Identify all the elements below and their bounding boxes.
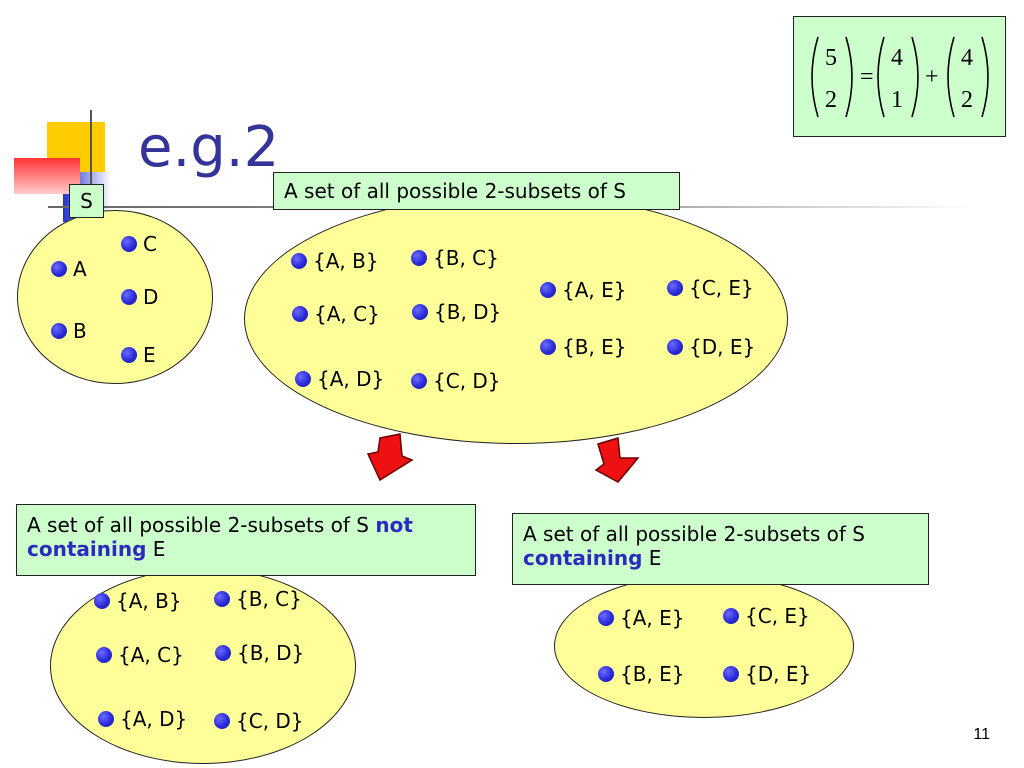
- paren-right-1: [845, 36, 853, 118]
- bullet-dot-icon: [540, 282, 556, 298]
- bullet-dot-icon: [94, 593, 110, 609]
- b-top: 4: [961, 45, 973, 71]
- subset-be-with-e: {B, E}: [598, 662, 685, 686]
- page-number: 11: [973, 726, 990, 743]
- element-b: B: [51, 319, 87, 343]
- subset-ae-with-e: {A, E}: [598, 606, 684, 630]
- bullet-dot-icon: [214, 591, 230, 607]
- lhs-bottom: 2: [825, 87, 837, 113]
- bullet-dot-icon: [214, 713, 230, 729]
- subset-bd-no-e: {B, D}: [215, 641, 304, 665]
- bullet-dot-icon: [51, 261, 67, 277]
- subset-ab: {A, B}: [291, 249, 379, 273]
- arrow-down-right-icon: [594, 437, 640, 483]
- bullet-dot-icon: [96, 647, 112, 663]
- subset-ce: {C, E}: [667, 276, 754, 300]
- element-e: E: [121, 343, 156, 367]
- subset-de-with-e: {D, E}: [723, 662, 811, 686]
- decor-vertical-line: [90, 110, 92, 220]
- subset-cd-no-e: {C, D}: [214, 709, 304, 733]
- all-subsets-label: A set of all possible 2-subsets of S: [273, 172, 680, 210]
- set-s-label: S: [69, 184, 104, 218]
- bullet-dot-icon: [411, 250, 427, 266]
- subset-ad: {A, D}: [295, 367, 384, 391]
- a-bottom: 1: [891, 87, 903, 113]
- bullet-dot-icon: [292, 306, 308, 322]
- plus-sign: +: [925, 64, 939, 90]
- subset-cd: {C, D}: [411, 369, 501, 393]
- bullet-dot-icon: [411, 373, 427, 389]
- subset-ac: {A, C}: [292, 302, 380, 326]
- containing-ellipse: [554, 574, 854, 718]
- bullet-dot-icon: [51, 323, 67, 339]
- bullet-dot-icon: [291, 253, 307, 269]
- element-c: C: [121, 232, 157, 256]
- binomial-formula-box: 5 2 = 4 1 + 4 2: [793, 16, 1006, 137]
- bullet-dot-icon: [667, 280, 683, 296]
- subset-ac-no-e: {A, C}: [96, 643, 184, 667]
- bullet-dot-icon: [412, 304, 428, 320]
- not-containing-label: A set of all possible 2-subsets of S not…: [16, 504, 476, 576]
- element-a: A: [51, 257, 87, 281]
- bullet-dot-icon: [121, 236, 137, 252]
- bullet-dot-icon: [723, 608, 739, 624]
- slide-title: e.g.2: [138, 115, 280, 180]
- bullet-dot-icon: [121, 289, 137, 305]
- bullet-dot-icon: [598, 610, 614, 626]
- bullet-dot-icon: [540, 339, 556, 355]
- bullet-dot-icon: [295, 371, 311, 387]
- all-subsets-ellipse: [244, 194, 788, 444]
- bullet-dot-icon: [215, 645, 231, 661]
- arrow-down-left-icon: [366, 433, 414, 482]
- bullet-dot-icon: [121, 347, 137, 363]
- bullet-dot-icon: [98, 711, 114, 727]
- subset-de: {D, E}: [667, 335, 755, 359]
- equals-sign: =: [860, 64, 874, 90]
- lhs-top: 5: [825, 45, 837, 71]
- subset-bc: {B, C}: [411, 246, 499, 270]
- binomial-formula: 5 2 = 4 1 + 4 2: [811, 36, 989, 118]
- subset-bc-no-e: {B, C}: [214, 587, 302, 611]
- subset-ae: {A, E}: [540, 278, 626, 302]
- not-containing-ellipse: [50, 568, 356, 764]
- element-d: D: [121, 285, 158, 309]
- subset-be: {B, E}: [540, 335, 627, 359]
- subset-bd: {B, D}: [412, 300, 501, 324]
- bullet-dot-icon: [667, 339, 683, 355]
- b-bottom: 2: [961, 87, 973, 113]
- a-top: 4: [891, 45, 903, 71]
- subset-ab-no-e: {A, B}: [94, 589, 182, 613]
- containing-label: A set of all possible 2-subsets of S con…: [512, 513, 929, 585]
- subset-ce-with-e: {C, E}: [723, 604, 810, 628]
- bullet-dot-icon: [723, 666, 739, 682]
- subset-ad-no-e: {A, D}: [98, 707, 187, 731]
- bullet-dot-icon: [598, 666, 614, 682]
- paren-left-1: [811, 36, 819, 118]
- set-s-ellipse: [17, 210, 213, 384]
